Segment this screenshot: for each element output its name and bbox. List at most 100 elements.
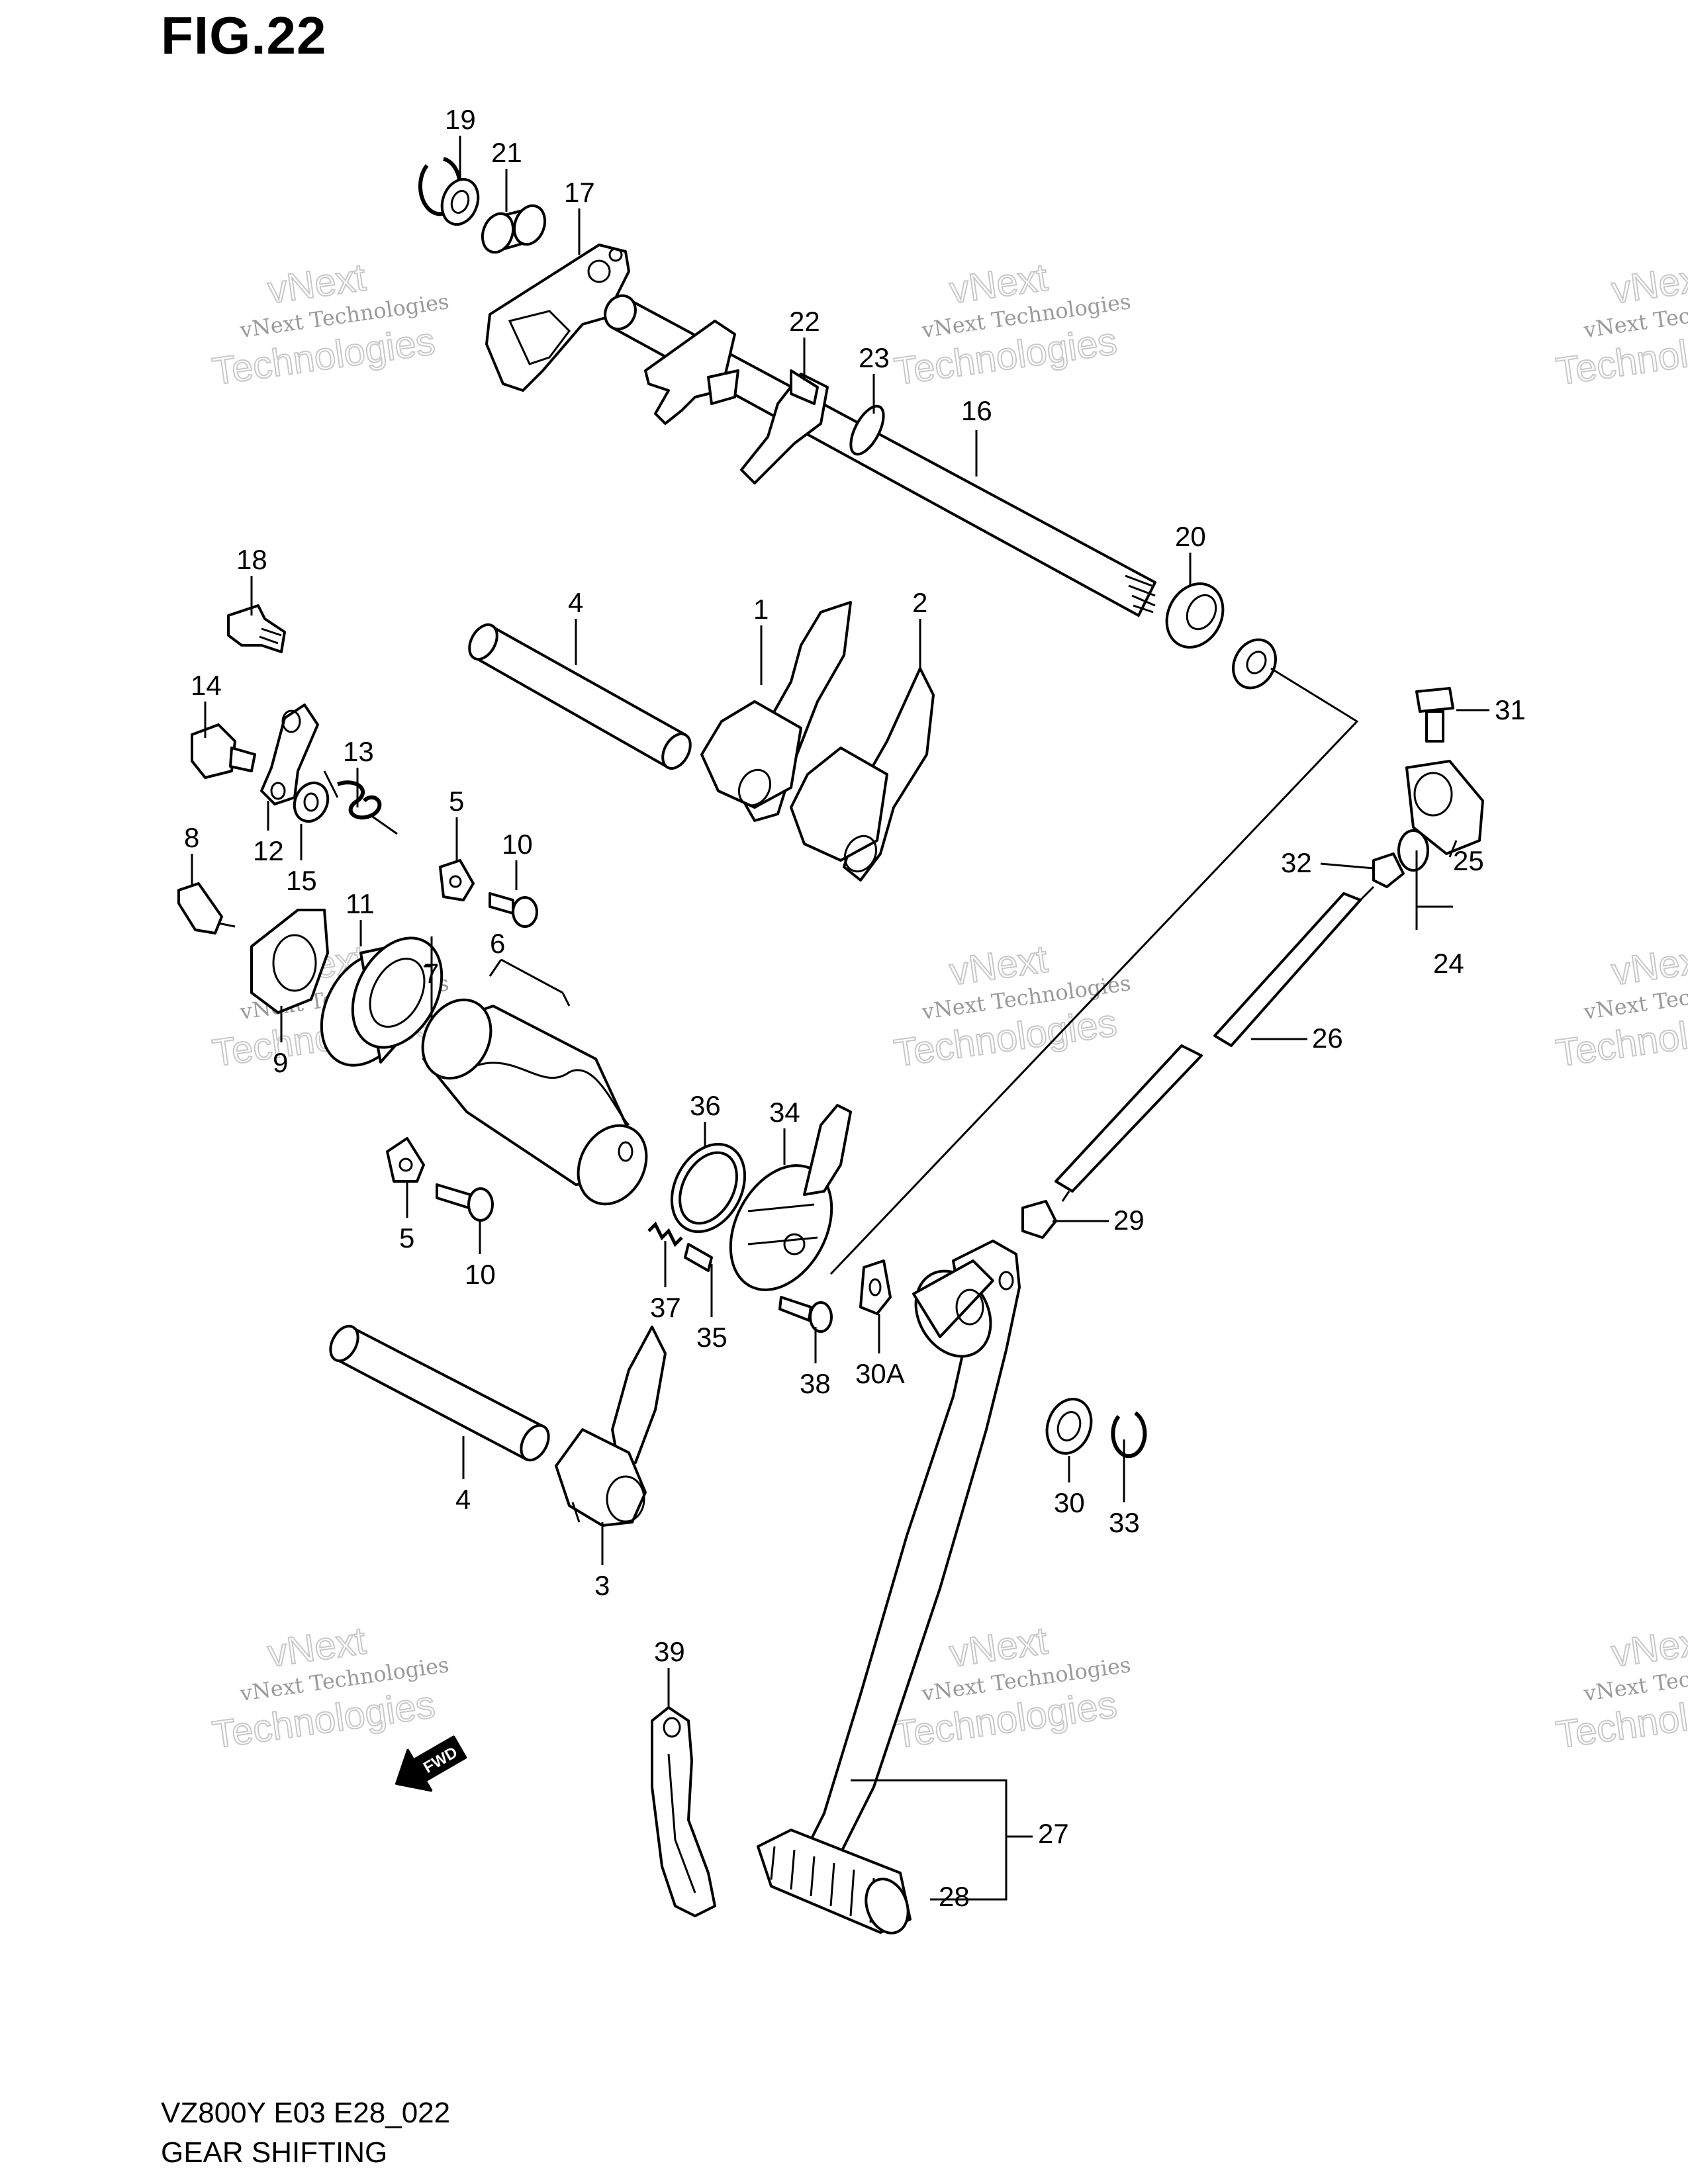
callout-36: 36 xyxy=(690,1090,721,1121)
shift-fork-3 xyxy=(555,1326,667,1527)
fork-bracket xyxy=(644,320,739,425)
leader-lines xyxy=(191,136,1489,1901)
callout-5-upper: 5 xyxy=(449,786,464,817)
callout-37: 37 xyxy=(650,1292,681,1323)
screw-10-upper xyxy=(489,892,538,928)
screw-10-lower xyxy=(436,1183,494,1222)
washer-15 xyxy=(293,781,330,823)
nut-29 xyxy=(1021,1200,1057,1239)
cam-guide-9 xyxy=(250,909,329,1014)
shift-shaft-16 xyxy=(604,294,1156,617)
shift-fork-1 xyxy=(700,601,852,822)
callout-10-lower: 10 xyxy=(465,1259,496,1290)
callout-14: 14 xyxy=(191,670,222,701)
callout-3: 3 xyxy=(594,1570,610,1601)
callout-24: 24 xyxy=(1433,948,1464,979)
callout-18: 18 xyxy=(236,544,267,575)
callout-2: 2 xyxy=(912,587,927,618)
washer-30a xyxy=(859,1259,892,1315)
circlip-23 xyxy=(849,404,885,456)
callout-4-lower: 4 xyxy=(455,1484,471,1515)
footrest-rubber-28 xyxy=(757,1829,912,1934)
gearshift-arm-34 xyxy=(729,1104,852,1291)
watermark-6: vNext vNext Technologies Technologies xyxy=(1553,936,1688,1075)
callout-9: 9 xyxy=(273,1047,288,1078)
callout-7: 7 xyxy=(424,958,439,989)
gearshift-lever-27 xyxy=(793,1240,1021,1894)
screw-38 xyxy=(778,1296,833,1333)
callout-10-upper: 10 xyxy=(502,829,533,860)
link-plate-39 xyxy=(651,1706,716,1917)
callout-28: 28 xyxy=(939,1881,970,1912)
bolt-31 xyxy=(1415,687,1454,743)
spring-21 xyxy=(481,204,547,254)
gearshift-cam-6 xyxy=(421,998,648,1206)
callout-39: 39 xyxy=(654,1636,685,1667)
callout-15: 15 xyxy=(286,865,317,896)
washer-20b xyxy=(1232,638,1277,690)
callout-12: 12 xyxy=(253,835,284,866)
callout-6: 6 xyxy=(490,928,505,959)
joint-25 xyxy=(1397,760,1484,872)
o-ring-36 xyxy=(670,1142,747,1234)
watermark-word-top: vNext xyxy=(1609,937,1688,993)
callout-17: 17 xyxy=(564,177,595,208)
callout-23: 23 xyxy=(859,342,890,373)
watermark-word-top: vNext xyxy=(1609,1619,1688,1675)
callout-30: 30 xyxy=(1054,1487,1085,1518)
callout-13: 13 xyxy=(343,736,374,767)
spring-13 xyxy=(323,770,398,835)
callout-4-upper: 4 xyxy=(568,587,583,618)
figure-title: FIG.22 xyxy=(161,6,327,65)
bolt-18 xyxy=(227,604,286,653)
fwd-arrow: FWD xyxy=(395,1735,467,1792)
callout-38: 38 xyxy=(800,1368,831,1399)
callout-31: 31 xyxy=(1495,694,1526,725)
callout-16: 16 xyxy=(961,395,992,426)
callout-21: 21 xyxy=(491,137,522,168)
rod-26 xyxy=(1055,886,1375,1202)
fork-rod-4-lower xyxy=(329,1324,550,1462)
washer-30 xyxy=(1045,1398,1093,1455)
model-code: VZ800Y E03 E28_022 xyxy=(161,2097,451,2129)
watermark-2: vNext vNext Technologies Technologies xyxy=(891,255,1133,394)
pin-35 xyxy=(684,1243,713,1272)
section-name: GEAR SHIFTING xyxy=(161,2136,388,2169)
plate-5-lower xyxy=(386,1137,425,1183)
nut-32 xyxy=(1372,852,1405,888)
watermark-9: vNext vNext Technologies Technologies xyxy=(1553,1618,1688,1757)
callout-30a: 30A xyxy=(855,1358,905,1389)
parts-layer: FWD xyxy=(177,157,1484,1934)
callout-33: 33 xyxy=(1109,1507,1140,1538)
shift-fork-22 xyxy=(740,369,829,484)
callout-8: 8 xyxy=(184,822,199,853)
washer-19 xyxy=(440,177,480,226)
callout-29: 29 xyxy=(1113,1205,1145,1236)
stopper-plate-17 xyxy=(485,244,630,392)
watermark-word-top: vNext xyxy=(1609,255,1688,312)
shift-fork-2 xyxy=(790,667,935,882)
watermark-7: vNext vNext Technologies Technologies xyxy=(209,1618,451,1757)
callout-19: 19 xyxy=(445,104,476,135)
callout-layer: 19 21 17 22 23 16 20 18 4 1 2 14 13 12 1… xyxy=(184,104,1526,1912)
callout-5-lower: 5 xyxy=(399,1222,414,1253)
plate-5-upper xyxy=(439,859,475,901)
spring-37 xyxy=(647,1221,683,1248)
callout-32: 32 xyxy=(1281,847,1312,878)
callout-20: 20 xyxy=(1175,521,1206,552)
callout-25: 25 xyxy=(1453,845,1484,876)
watermark-1: vNext vNext Technologies Technologies xyxy=(209,255,451,394)
callout-11: 11 xyxy=(346,888,375,919)
callout-26: 26 xyxy=(1312,1023,1343,1054)
callout-27: 27 xyxy=(1038,1818,1069,1849)
callout-22: 22 xyxy=(789,306,820,337)
bolt-14 xyxy=(191,723,256,779)
callout-35: 35 xyxy=(696,1322,727,1353)
callout-1: 1 xyxy=(753,594,769,625)
bearing-11 xyxy=(320,936,444,1067)
pin-8 xyxy=(177,882,236,934)
watermark-3: vNext vNext Technologies Technologies xyxy=(1553,255,1688,394)
fork-rod-4-upper xyxy=(468,623,692,770)
